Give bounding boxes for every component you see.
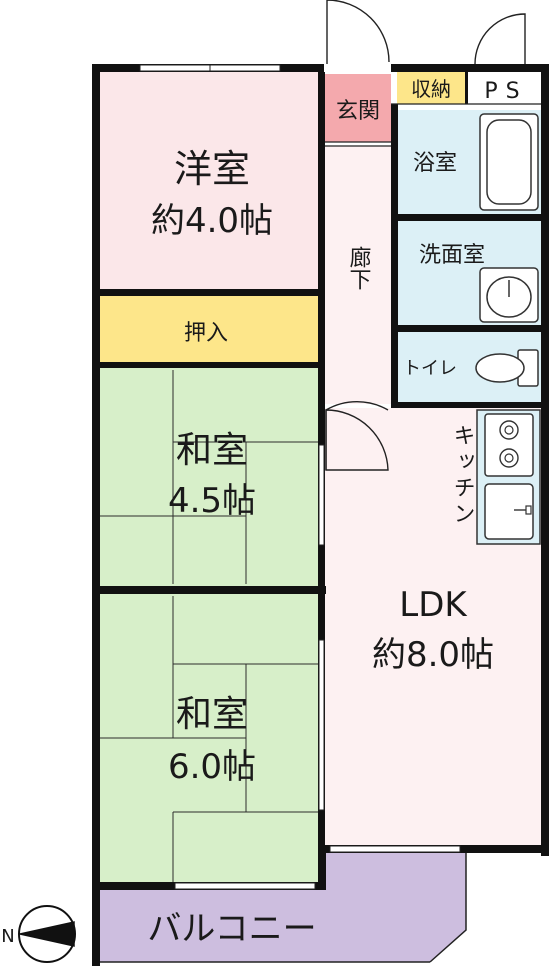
- washitsu1-size: 4.5帖: [168, 481, 256, 521]
- compass-icon: [18, 905, 76, 963]
- entrance-label: 玄関: [336, 99, 380, 124]
- washroom-label: 洗面室: [419, 243, 485, 268]
- washbasin-icon: [479, 267, 539, 323]
- storage-area: [397, 72, 465, 104]
- bath-label: 浴室: [413, 151, 457, 176]
- ldk-name: LDK: [399, 585, 468, 625]
- toilet-label: トイレ: [403, 358, 457, 379]
- bathtub-icon: [479, 113, 539, 211]
- entrance-door: [325, 0, 391, 74]
- balcony-area: [100, 850, 466, 962]
- stove-icon: [499, 420, 519, 468]
- entrance-area: [325, 72, 391, 142]
- washitsu2-name: 和室: [176, 694, 248, 735]
- ps-door: [474, 13, 526, 65]
- hallway-label: 廊下: [346, 246, 372, 290]
- toilet-icon: [475, 349, 539, 387]
- washitsu-45: [100, 368, 320, 586]
- western-room-size: 約4.0帖: [151, 201, 273, 241]
- ps-area: [468, 72, 543, 104]
- washitsu2-size: 6.0帖: [168, 747, 256, 787]
- balcony-label: バルコニー: [147, 909, 316, 949]
- kitchen-counter: [476, 409, 541, 545]
- hallway: [325, 146, 391, 404]
- ldk-size: 約8.0帖: [372, 635, 494, 675]
- western-room-name: 洋室: [174, 147, 250, 191]
- tatami-60: [100, 596, 318, 882]
- kitchen-label: キッチン: [450, 424, 475, 528]
- closet: [100, 296, 318, 362]
- washitsu1-name: 和室: [176, 430, 248, 471]
- storage-label: 収納: [411, 77, 451, 101]
- hall-door: [325, 400, 389, 471]
- tatami-45: [100, 370, 318, 584]
- western-room: [100, 72, 318, 290]
- windows: [139, 64, 461, 890]
- ps-label: PS: [484, 79, 527, 104]
- closet-label: 押入: [184, 321, 228, 346]
- sink-icon: [484, 483, 534, 540]
- compass-label: N: [1, 926, 14, 947]
